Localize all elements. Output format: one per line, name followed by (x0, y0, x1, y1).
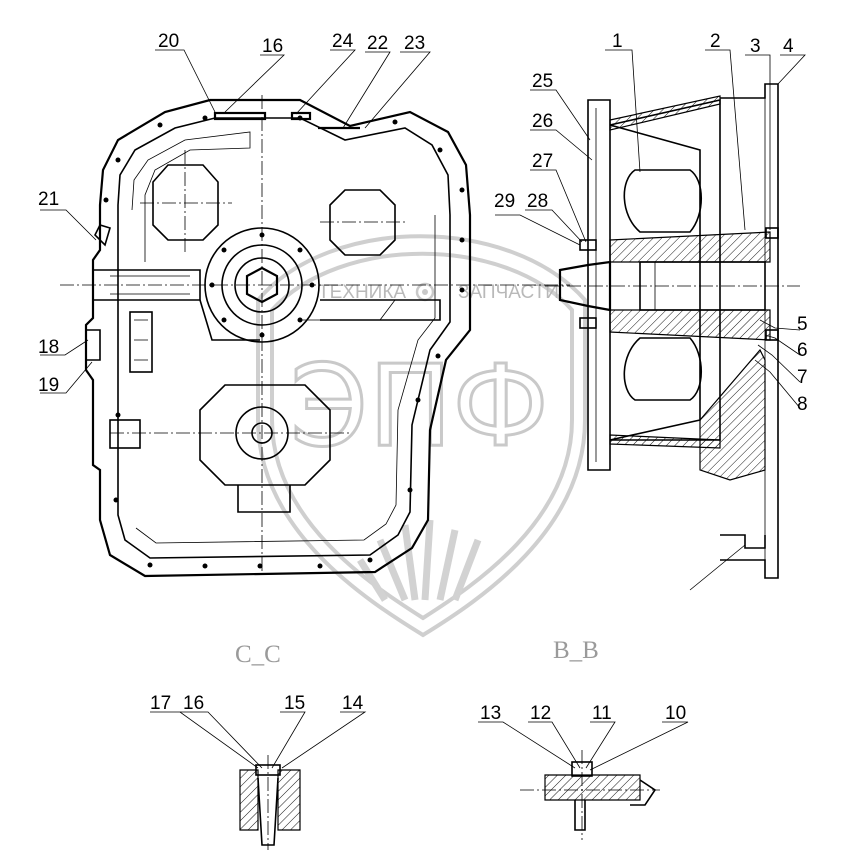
watermark-logo-letters: ЭПФ (290, 342, 549, 472)
callout-22: 22 (367, 33, 388, 54)
shaft-stub (558, 260, 612, 312)
shaft-hub-upper (609, 231, 771, 263)
callout-18: 18 (38, 337, 59, 358)
upper-gear (140, 150, 232, 255)
watermark: ЭПФ ТЕХНИКА ЗАПЧАСТИ (256, 234, 587, 638)
callout-16-detail: 16 (183, 693, 204, 714)
callout-12: 12 (530, 703, 551, 724)
internal-rib (300, 299, 440, 321)
part-number-labels: 20 16 24 22 23 21 18 19 25 26 27 28 29 1… (38, 31, 808, 724)
top-fittings (213, 111, 360, 130)
callout-27: 27 (532, 151, 553, 172)
callout-6: 6 (797, 340, 808, 361)
watermark-brand-right: ЗАПЧАСТИ (458, 282, 559, 303)
callout-14: 14 (342, 693, 364, 714)
leader-lines (40, 49, 806, 771)
main-shaft-gear (60, 95, 570, 575)
callout-5: 5 (797, 314, 808, 335)
lower-gear (110, 384, 350, 513)
callout-7: 7 (797, 367, 808, 388)
housing-inner-contour (117, 117, 451, 559)
callout-10: 10 (665, 703, 686, 724)
section-label-bb: B_B (553, 637, 599, 664)
watermark-brand-left: ТЕХНИКА (318, 282, 406, 303)
left-bosses (85, 224, 153, 449)
lower-mount (699, 348, 766, 481)
detail-view-right (520, 750, 660, 840)
detail-view-left (239, 755, 301, 850)
callout-3: 3 (750, 36, 761, 57)
bottom-bolt (720, 534, 766, 549)
torus-lower (623, 337, 702, 401)
shaft-hub-lower (609, 309, 771, 341)
housing-inner-wall (131, 131, 251, 262)
callout-15: 15 (284, 693, 305, 714)
callout-19: 19 (38, 375, 59, 396)
callout-4: 4 (783, 36, 794, 57)
callout-24: 24 (332, 31, 354, 52)
watermark-shield-outline (256, 234, 587, 638)
callout-16: 16 (262, 36, 283, 57)
callout-29: 29 (494, 191, 515, 212)
watermark-wheat-icon (357, 519, 482, 602)
housing-outer-contour (84, 98, 472, 578)
housing-inner-wall-2 (135, 215, 436, 544)
callout-11: 11 (592, 703, 612, 724)
watermark-gear-icon (415, 282, 435, 302)
callout-2: 2 (710, 31, 721, 52)
callout-20: 20 (158, 31, 179, 52)
callout-26: 26 (532, 111, 553, 132)
callout-21: 21 (38, 189, 59, 210)
flange-plate (587, 99, 611, 471)
callout-28: 28 (527, 191, 548, 212)
callout-23: 23 (404, 33, 425, 54)
callout-8: 8 (797, 394, 808, 415)
callout-25: 25 (532, 71, 553, 92)
section-bb-coupling (545, 83, 800, 591)
section-label-cc: С_С (235, 641, 281, 668)
watermark-shield-inner (270, 251, 574, 621)
torus-upper (623, 169, 702, 233)
left-shaft (93, 269, 441, 341)
callout-13: 13 (480, 703, 501, 724)
callout-1: 1 (612, 31, 623, 52)
callout-17: 17 (150, 693, 171, 714)
upper-right-gear (320, 189, 405, 256)
section-cc-housing (60, 95, 570, 578)
